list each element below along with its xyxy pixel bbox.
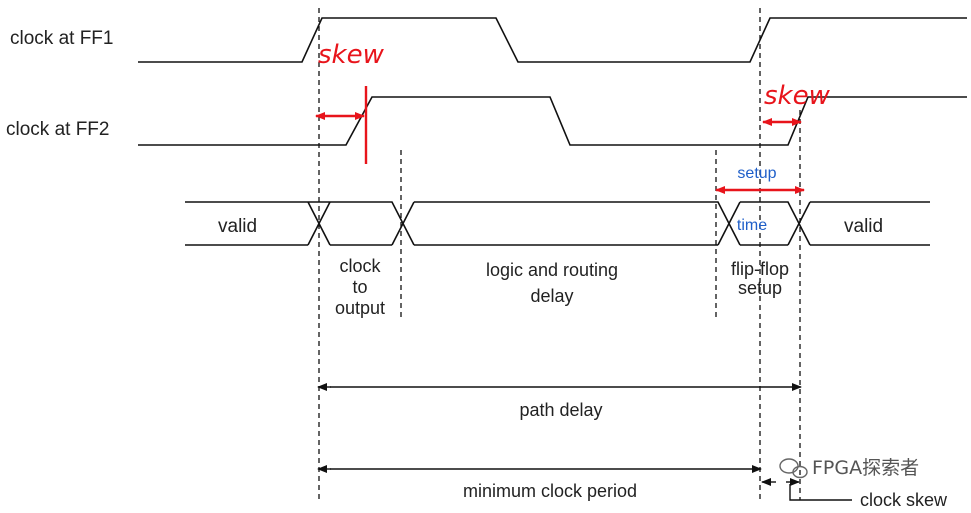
valid-right-label: valid [844,216,883,237]
logic-routing-label-2: delay [530,286,573,306]
min-clock-period-label: minimum clock period [463,481,637,501]
wechat-icon [779,458,808,479]
clock-to-output-label-3: output [335,298,385,318]
ff2-clock-label: clock at FF2 [6,119,109,140]
flipflop-setup-label-2: setup [738,278,782,298]
skew-annotation-1: skew [318,40,385,70]
ff2-clock-waveform [138,96,967,146]
data-bus-top [185,201,930,246]
ff1-clock-waveform [138,17,967,63]
clock-to-output-label-1: clock [339,256,381,276]
flipflop-setup-label-1: flip-flop [731,259,789,279]
clock-skew-leader [789,484,852,501]
path-delay-label: path delay [519,400,602,420]
logic-routing-label-1: logic and routing [486,260,618,280]
setup-annotation: setup [737,165,776,182]
time-annotation: time [737,217,767,234]
clock-to-output-label-2: to [352,277,367,297]
valid-left-label: valid [218,216,257,237]
clock-skew-label: clock skew [860,490,948,510]
ff1-clock-label: clock at FF1 [10,28,113,49]
skew-annotation-2: skew [764,81,831,111]
watermark-text: FPGA探索者 [812,457,919,479]
